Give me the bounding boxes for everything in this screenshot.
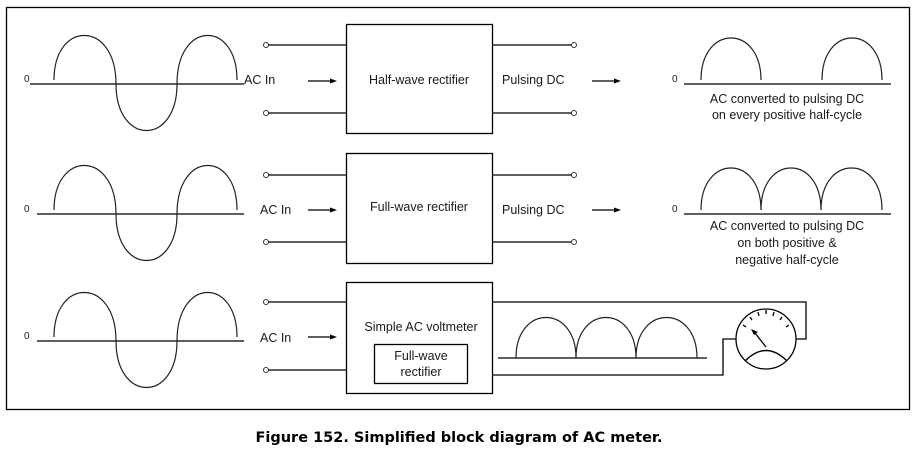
description-line: AC converted to pulsing DC xyxy=(710,219,864,233)
meter-wire-bottom xyxy=(493,338,736,376)
figure-caption: Figure 152. Simplified block diagram of … xyxy=(255,430,662,446)
meter-wire-top xyxy=(493,301,807,340)
pulsing-dc-label: Pulsing DC xyxy=(502,73,565,87)
block-label: Simple AC voltmeter xyxy=(364,320,477,334)
full-wave-pulse xyxy=(515,317,577,359)
full-wave-pulse xyxy=(575,317,637,359)
arrow-right-icon xyxy=(308,334,337,340)
output-terminal-top xyxy=(571,42,577,48)
figure-frame xyxy=(5,6,911,411)
input-terminal-bottom xyxy=(263,239,269,245)
full-wave-pulse xyxy=(700,167,762,211)
ac-in-label: AC In xyxy=(260,331,291,345)
ac-sine-wave xyxy=(53,291,238,389)
description-line: on both positive & xyxy=(737,236,837,250)
output-zero-label: 0 xyxy=(672,204,678,215)
ac-sine-wave xyxy=(53,164,238,262)
arrow-right-icon xyxy=(592,207,621,213)
half-wave-rectifier-block xyxy=(345,23,494,135)
input-terminal-top xyxy=(263,42,269,48)
description-line: on every positive half-cycle xyxy=(712,108,862,122)
block-label: Half-wave rectifier xyxy=(369,73,469,87)
full-wave-pulse xyxy=(760,167,822,211)
input-terminal-bottom xyxy=(263,367,269,373)
pulsing-dc-label: Pulsing DC xyxy=(502,203,565,217)
block-label: Full-wave rectifier xyxy=(370,200,468,214)
ac-in-label: AC In xyxy=(260,203,291,217)
input-terminal-top xyxy=(263,172,269,178)
arrow-right-icon xyxy=(308,78,337,84)
input-zero-label: 0 xyxy=(24,204,30,215)
output-zero-label: 0 xyxy=(672,74,678,85)
row-full-wave: 0 AC In Full-wave rectifier Pulsing DC 0… xyxy=(24,152,891,267)
inner-full-wave-rectifier-block xyxy=(373,343,469,385)
row-voltmeter: 0 AC In Simple AC voltmeter Full-wave re… xyxy=(24,281,807,395)
description-line: AC converted to pulsing DC xyxy=(710,92,864,106)
full-wave-rectifier-block xyxy=(345,152,494,265)
full-wave-pulse xyxy=(635,317,698,359)
input-terminal-top xyxy=(263,299,269,305)
simple-ac-voltmeter-block xyxy=(345,281,494,395)
output-terminal-bottom xyxy=(571,110,577,116)
inner-block-line: Full-wave xyxy=(394,349,448,363)
input-zero-label: 0 xyxy=(24,74,30,85)
analog-gauge-icon xyxy=(735,308,797,370)
ac-in-label: AC In xyxy=(244,73,275,87)
output-terminal-bottom xyxy=(571,239,577,245)
inner-block-line: rectifier xyxy=(401,365,442,379)
half-wave-pulse xyxy=(700,37,762,81)
ac-sine-wave xyxy=(53,34,238,132)
arrow-right-icon xyxy=(308,207,337,213)
arrow-right-icon xyxy=(592,78,621,84)
output-terminal-top xyxy=(571,172,577,178)
full-wave-pulse xyxy=(820,167,883,211)
description-line: negative half-cycle xyxy=(735,253,839,267)
half-wave-pulse xyxy=(821,37,883,81)
row-half-wave: 0 AC In Half-wave rectifier Pulsing DC 0… xyxy=(24,23,891,135)
input-terminal-bottom xyxy=(263,110,269,116)
input-zero-label: 0 xyxy=(24,331,30,342)
